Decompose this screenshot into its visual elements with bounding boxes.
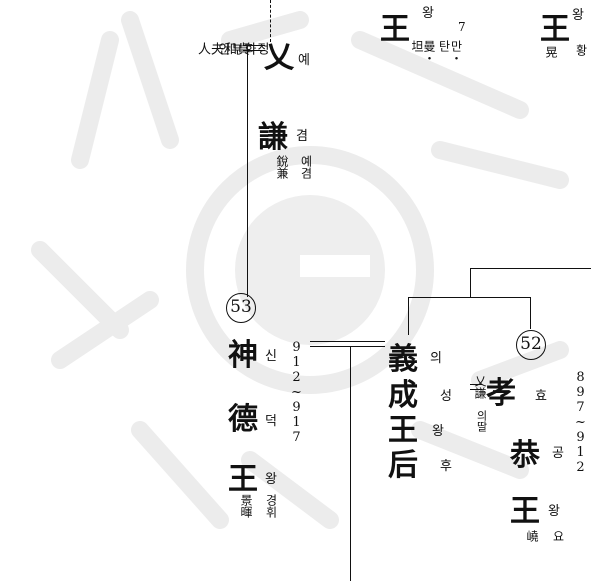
- sindeok-char-1: 神: [228, 338, 258, 373]
- spouse-hangul: 정화부인: [215, 42, 269, 55]
- king-reading: 왕: [422, 6, 434, 21]
- uiseong-char-3: 王: [388, 413, 418, 448]
- yegyeom-char: 謙: [258, 120, 288, 155]
- generation-number: 53: [230, 297, 252, 317]
- uiseong-char-2: 成: [388, 378, 418, 413]
- sindeok-hangul-note: 경휘: [264, 494, 278, 518]
- yegyeom-reading: 겸: [296, 129, 308, 144]
- king-name-hangul: 만・탄: [437, 40, 463, 64]
- uiseong-reading-1: 의: [430, 351, 442, 366]
- spouse-link-hyogong-top: [470, 384, 482, 385]
- generation-badge-52: 52: [516, 330, 546, 360]
- spouse-link-top: [243, 45, 265, 46]
- dashed-connector: [270, 0, 271, 42]
- sindeok-reading-1: 신: [265, 349, 277, 364]
- uiseong-char-1: 義: [388, 342, 418, 377]
- marriage-link-bottom: [310, 346, 385, 347]
- king-char: 王: [380, 12, 410, 47]
- hyogong-char-3: 王: [510, 494, 540, 529]
- spouse-link-bottom: [243, 50, 265, 51]
- sindeok-reading-3: 왕: [265, 472, 277, 487]
- sindeok-hanja-note: 景暉: [239, 494, 253, 518]
- hyogong-reading-1: 효: [535, 389, 547, 404]
- king-name-hanja: 曼・坦: [410, 40, 436, 64]
- marriage-link-top: [310, 341, 385, 342]
- uiseong-reading-3: 왕: [432, 424, 444, 439]
- yegyeom-hangul-note: 예겸: [299, 155, 313, 179]
- branch-left-drop: [408, 297, 409, 335]
- year-fragment: 7: [458, 20, 466, 34]
- descent-line-sindeok: [350, 346, 351, 581]
- ye-char: 乂: [264, 40, 294, 75]
- king-name-hangul: 황: [574, 44, 588, 56]
- yegyeom-hanja-note: 銳兼: [275, 155, 289, 179]
- sindeok-char-2: 德: [228, 402, 258, 437]
- hyogong-char-2: 恭: [510, 438, 540, 473]
- sindeok-reading-2: 덕: [265, 414, 277, 429]
- hyogong-char-1: 孝: [486, 376, 516, 411]
- branch-drop: [470, 268, 471, 298]
- uiseong-reading-2: 성: [440, 389, 452, 404]
- daughter-note-hangul: 의딸: [475, 410, 488, 432]
- hyogong-reading-3: 왕: [548, 504, 560, 519]
- hyogong-hanja-note: 嶢: [525, 530, 539, 542]
- branch-right-drop: [530, 297, 531, 329]
- king-reading: 왕: [572, 8, 584, 23]
- sindeok-reign-years: 912~917: [289, 340, 304, 445]
- descent-line-ye: [247, 52, 248, 297]
- generation-badge-53: 53: [226, 293, 256, 323]
- daughter-note-hanja: 乂謙: [473, 375, 487, 399]
- sindeok-char-3: 王: [228, 462, 258, 497]
- hyogong-hangul-note: 요: [551, 530, 565, 542]
- branch-horizontal: [408, 297, 530, 298]
- hyogong-reign-years: 897~912: [573, 370, 588, 475]
- hyogong-reading-2: 공: [552, 446, 564, 461]
- king-char: 王: [540, 12, 570, 47]
- uiseong-reading-4: 후: [440, 459, 452, 474]
- uiseong-char-4: 后: [388, 448, 418, 483]
- king-name-hanja: 晃: [544, 46, 558, 58]
- spouse-link-hyogong-bottom: [470, 389, 482, 390]
- ye-reading: 예: [298, 53, 310, 68]
- spouse-hanja: 貞和夫人: [195, 42, 249, 55]
- branch-top-horizontal: [470, 268, 591, 269]
- generation-number: 52: [520, 334, 542, 354]
